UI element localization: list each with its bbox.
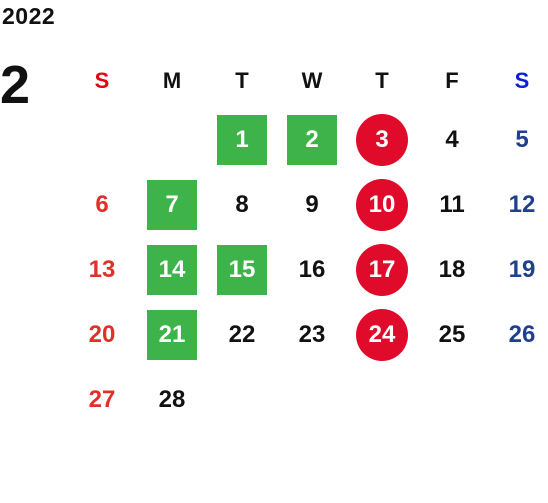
day-cell xyxy=(417,367,487,432)
day-cell xyxy=(207,367,277,432)
day-cell xyxy=(347,367,417,432)
weekday-saturday: S xyxy=(514,68,530,93)
day-number-red-highlight[interactable]: 17 xyxy=(356,243,408,296)
day-number[interactable]: 4 xyxy=(445,125,459,153)
year-label: 2022 xyxy=(2,3,56,29)
day-number[interactable]: 12 xyxy=(508,190,536,218)
day-cell: 6 xyxy=(67,172,137,237)
weekday-sunday: S xyxy=(94,68,110,93)
day-cell xyxy=(487,367,548,432)
day-cell: 22 xyxy=(207,302,277,367)
month-number: 2 xyxy=(0,55,31,115)
day-number[interactable]: 5 xyxy=(515,125,529,153)
day-number-red-highlight[interactable]: 24 xyxy=(356,308,408,361)
day-number[interactable]: 9 xyxy=(305,190,319,218)
day-cell: 4 xyxy=(417,107,487,172)
day-number-green-highlight[interactable]: 21 xyxy=(147,309,197,360)
day-cell: 9 xyxy=(277,172,347,237)
day-number-green-highlight[interactable]: 1 xyxy=(217,114,267,165)
day-cell: 27 xyxy=(67,367,137,432)
day-cell: 12 xyxy=(487,172,548,237)
week-row: 27 28 xyxy=(67,367,548,432)
week-row: 6 7 8 9 10 11 12 xyxy=(67,172,548,237)
day-number[interactable]: 18 xyxy=(438,255,466,283)
day-number[interactable]: 20 xyxy=(88,320,116,348)
day-number[interactable]: 26 xyxy=(508,320,536,348)
day-cell: 14 xyxy=(137,237,207,302)
day-number[interactable]: 16 xyxy=(298,255,326,283)
day-cell: 17 xyxy=(347,237,417,302)
day-number-green-highlight[interactable]: 15 xyxy=(217,244,267,295)
day-number[interactable]: 22 xyxy=(228,320,256,348)
day-cell: 2 xyxy=(277,107,347,172)
day-cell: 25 xyxy=(417,302,487,367)
day-cell: 21 xyxy=(137,302,207,367)
day-number[interactable]: 19 xyxy=(508,255,536,283)
day-cell: 24 xyxy=(347,302,417,367)
day-cell: 28 xyxy=(137,367,207,432)
weekday-wednesday: W xyxy=(301,68,323,93)
day-cell: 10 xyxy=(347,172,417,237)
day-cell: 11 xyxy=(417,172,487,237)
day-number[interactable]: 25 xyxy=(438,320,466,348)
weekday-thursday: T xyxy=(375,68,389,93)
day-number-red-highlight[interactable]: 10 xyxy=(356,178,408,231)
day-cell: 7 xyxy=(137,172,207,237)
day-cell xyxy=(67,107,137,172)
day-cell: 16 xyxy=(277,237,347,302)
day-number[interactable]: 13 xyxy=(88,255,116,283)
day-cell: 15 xyxy=(207,237,277,302)
weekday-tuesday: T xyxy=(235,68,249,93)
day-cell: 23 xyxy=(277,302,347,367)
day-number[interactable]: 23 xyxy=(298,320,326,348)
week-row: 20 21 22 23 24 25 26 xyxy=(67,302,548,367)
weekday-friday: F xyxy=(445,68,459,93)
day-cell: 18 xyxy=(417,237,487,302)
day-cell: 8 xyxy=(207,172,277,237)
day-number-green-highlight[interactable]: 2 xyxy=(287,114,337,165)
day-number[interactable]: 8 xyxy=(235,190,249,218)
day-number[interactable]: 11 xyxy=(439,190,465,218)
day-number-green-highlight[interactable]: 14 xyxy=(147,244,197,295)
weekday-monday: M xyxy=(162,68,182,93)
day-number[interactable]: 6 xyxy=(95,190,109,218)
day-cell: 26 xyxy=(487,302,548,367)
week-row: 13 14 15 16 17 18 19 xyxy=(67,237,548,302)
weekday-header-row: S M T W T F S xyxy=(67,55,548,107)
day-cell xyxy=(137,107,207,172)
day-number-green-highlight[interactable]: 7 xyxy=(147,179,197,230)
day-cell: 3 xyxy=(347,107,417,172)
day-number-red-highlight[interactable]: 3 xyxy=(356,113,408,166)
day-cell: 5 xyxy=(487,107,548,172)
day-number[interactable]: 28 xyxy=(158,385,186,413)
day-number[interactable]: 27 xyxy=(88,385,116,413)
day-cell: 1 xyxy=(207,107,277,172)
day-cell xyxy=(277,367,347,432)
day-cell: 19 xyxy=(487,237,548,302)
day-cell: 13 xyxy=(67,237,137,302)
day-cell: 20 xyxy=(67,302,137,367)
